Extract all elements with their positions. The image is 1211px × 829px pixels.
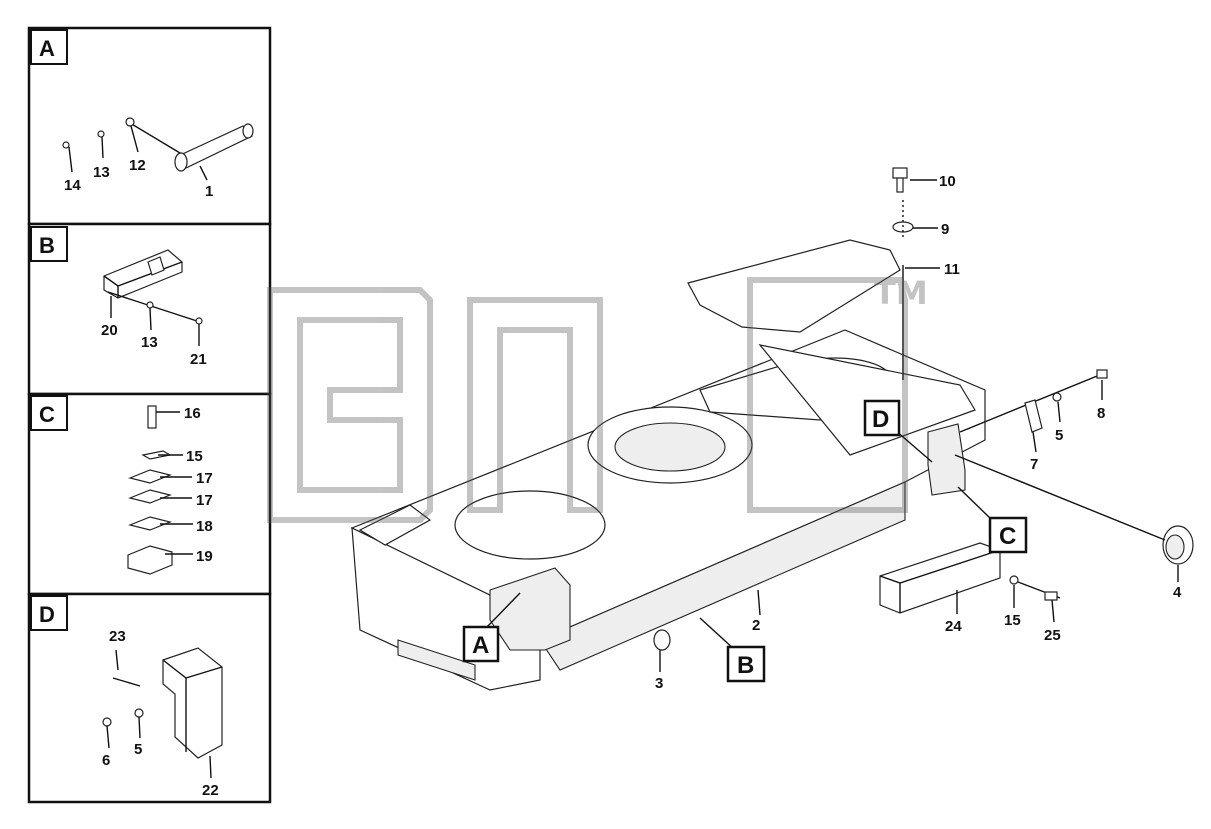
bolt-icon [892, 167, 908, 193]
label-16: 16 [184, 405, 201, 422]
label-13: 13 [141, 334, 158, 351]
label-6: 6 [102, 752, 110, 769]
shim-stack-icon [127, 405, 173, 575]
label-11: 11 [944, 261, 960, 278]
label-18: 18 [196, 518, 213, 535]
label-15: 15 [1004, 612, 1021, 629]
callout-c: C [957, 486, 1028, 554]
washer-icon [97, 130, 105, 138]
panel-b: B 20 13 21 [27, 222, 272, 396]
watermark: TM [267, 274, 928, 523]
bolt-icon [195, 317, 203, 325]
seal-part-icon [653, 629, 671, 651]
tube-part-icon [879, 542, 1001, 614]
label-13: 13 [93, 164, 110, 181]
label-23: 23 [109, 628, 126, 645]
label-7: 7 [1030, 456, 1038, 473]
label-22: 22 [202, 782, 219, 799]
label-19: 19 [196, 548, 213, 565]
label-4: 4 [1173, 584, 1182, 601]
label-24: 24 [945, 618, 962, 635]
panel-b-letter: B [39, 233, 55, 258]
label-1: 1 [205, 183, 213, 200]
bracket-part-icon [103, 249, 183, 299]
lock-plate-icon [1024, 399, 1043, 433]
panel-d-letter: D [39, 602, 55, 627]
main-frame-drawing [350, 167, 1194, 691]
panel-c: C 16 15 17 17 18 19 [27, 392, 272, 596]
bolt-icon [1096, 369, 1108, 379]
callout-a-letter: A [472, 632, 489, 659]
panel-a-letter: A [39, 36, 55, 61]
washer-icon [146, 301, 154, 309]
top-plate-icon [687, 239, 901, 333]
panel-a: A 14 13 12 1 [27, 26, 272, 226]
label-17: 17 [196, 470, 213, 487]
bolt-icon [62, 141, 70, 149]
cover-plate-icon [162, 647, 223, 759]
label-17: 17 [196, 492, 213, 509]
label-21: 21 [190, 351, 207, 368]
label-25: 25 [1044, 627, 1061, 644]
panel-c-letter: C [39, 402, 55, 427]
pin-part-icon [174, 123, 254, 172]
washer-icon [1052, 392, 1062, 402]
callout-c-letter: C [999, 523, 1016, 550]
label-2: 2 [752, 617, 760, 634]
label-10: 10 [939, 173, 956, 190]
watermark-tm: TM [874, 274, 928, 312]
panel-d: D 23 6 5 22 [27, 592, 272, 804]
label-9: 9 [941, 221, 949, 238]
label-5: 5 [1055, 427, 1063, 444]
label-8: 8 [1097, 405, 1105, 422]
callout-b: B [699, 617, 766, 683]
bolt-icon [102, 717, 112, 727]
callout-d: D [863, 399, 933, 463]
washer-icon [134, 708, 144, 718]
callout-b-letter: B [737, 652, 754, 679]
callout-d-letter: D [872, 406, 889, 433]
label-5: 5 [134, 741, 142, 758]
label-15: 15 [186, 448, 203, 465]
label-3: 3 [655, 675, 663, 692]
callout-a: A [462, 592, 521, 663]
label-14: 14 [64, 177, 81, 194]
lock-plate-icon [125, 117, 135, 127]
washer-icon [1009, 575, 1019, 585]
label-12: 12 [129, 157, 146, 174]
label-20: 20 [101, 322, 118, 339]
